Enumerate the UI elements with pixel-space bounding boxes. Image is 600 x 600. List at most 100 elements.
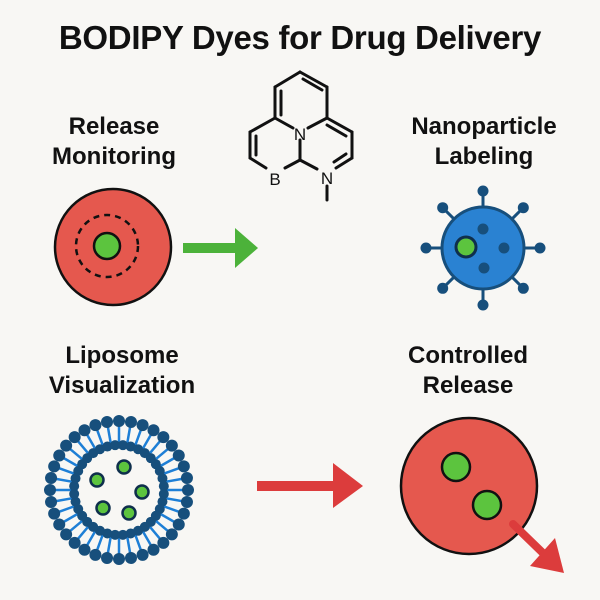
lipid-head-outer xyxy=(147,543,160,556)
lipid-head-outer xyxy=(89,548,102,561)
bond xyxy=(334,156,354,170)
arrow-shaft xyxy=(257,481,335,491)
ligand-knob xyxy=(477,299,489,311)
controlled-release-particle-icon xyxy=(399,416,564,573)
label-liposome-visualization: Liposome Visualization xyxy=(12,341,232,401)
lipid-head-inner xyxy=(117,529,128,540)
label-line: Release xyxy=(422,372,514,399)
lipid-head-outer xyxy=(60,439,73,452)
ligand-knob xyxy=(517,202,529,214)
bodipy-molecule-icon xyxy=(248,70,354,202)
encapsulated-dye-dot xyxy=(116,459,132,475)
lipid-head-outer xyxy=(89,419,102,432)
label-line: Visualization xyxy=(48,372,196,399)
label-release-monitoring: Release Monitoring xyxy=(4,112,224,172)
encapsulated-dye-dot xyxy=(95,500,111,516)
release-arrow-head xyxy=(530,538,564,573)
lipid-head-outer xyxy=(177,460,190,473)
green-dye-dot xyxy=(471,489,503,521)
release-monitoring-particle-icon xyxy=(53,187,173,307)
bond xyxy=(273,70,302,89)
lipid-head-outer xyxy=(53,518,66,531)
lipid-head-inner xyxy=(110,529,121,540)
lipid-head-outer xyxy=(172,449,185,462)
green-dye-dot xyxy=(454,235,478,259)
nanoparticle-icon xyxy=(420,185,546,311)
lipid-head-outer xyxy=(177,507,190,520)
ligand-knob xyxy=(437,282,449,294)
encapsulated-dye-dot xyxy=(89,472,105,488)
arrow-head xyxy=(333,463,363,508)
lipid-head-outer xyxy=(157,536,170,549)
lipid-head-outer xyxy=(78,543,91,556)
green-arrow-icon xyxy=(183,228,258,268)
ligand-knob xyxy=(517,282,529,294)
label-controlled-release: Controlled Release xyxy=(358,341,578,401)
double-bond xyxy=(325,123,348,138)
lipid-head-outer xyxy=(147,424,160,437)
lipid-head-outer xyxy=(182,484,194,496)
double-bond xyxy=(332,152,348,164)
lipid-head-inner xyxy=(69,481,80,492)
lipid-head-inner xyxy=(110,440,121,451)
label-line: Labeling xyxy=(434,143,534,170)
bond xyxy=(306,116,329,130)
lipid-head-outer xyxy=(60,528,73,541)
nitrogen-atom-label: N xyxy=(321,169,333,188)
lipid-head-outer xyxy=(113,553,125,565)
lipid-head-outer xyxy=(101,416,114,429)
lipid-head-outer xyxy=(113,415,125,427)
arrow-shaft xyxy=(183,243,237,253)
label-nanoparticle-labeling: Nanoparticle Labeling xyxy=(374,112,594,172)
nitrogen-atom-label: N xyxy=(294,125,306,144)
lipid-head-inner xyxy=(157,473,168,484)
lipid-head-outer xyxy=(53,449,66,462)
payload-dot xyxy=(478,262,490,274)
lipid-head-outer xyxy=(157,431,170,444)
double-bond xyxy=(301,77,324,92)
lipid-head-outer xyxy=(124,416,137,429)
bond xyxy=(298,158,319,171)
lipid-head-outer xyxy=(45,495,58,508)
lipid-head-inner xyxy=(69,488,80,499)
bond xyxy=(248,116,277,134)
lipid-head-outer xyxy=(78,424,91,437)
green-dye-dot xyxy=(440,451,472,483)
lipid-head-outer xyxy=(48,507,61,520)
label-line: Nanoparticle xyxy=(411,113,557,140)
boron-atom-label: B xyxy=(269,170,280,189)
bond xyxy=(273,116,295,130)
lipid-head-outer xyxy=(124,551,137,564)
ligand-knob xyxy=(534,242,546,254)
lipid-head-outer xyxy=(165,528,178,541)
lipid-head-outer xyxy=(136,419,149,432)
encapsulated-dye-dot xyxy=(121,505,137,521)
ligand-knob xyxy=(420,242,432,254)
encapsulated-dye-dot xyxy=(134,484,150,500)
lipid-head-outer xyxy=(180,495,193,508)
arrow-head xyxy=(235,228,258,268)
lipid-head-inner xyxy=(158,488,169,499)
bond xyxy=(248,156,268,170)
lipid-head-inner xyxy=(117,440,128,451)
release-arrow-shaft xyxy=(509,520,550,560)
lipid-head-outer xyxy=(101,551,114,564)
lipid-head-outer xyxy=(48,460,61,473)
dashed-release-boundary xyxy=(74,213,140,279)
red-arrow-icon xyxy=(257,463,363,508)
bond xyxy=(283,158,302,170)
label-line: Liposome xyxy=(65,342,179,369)
lipid-head-outer xyxy=(136,548,149,561)
lipid-head-outer xyxy=(44,484,56,496)
ligand-knob xyxy=(477,185,489,197)
green-dye-core xyxy=(92,231,122,261)
bond xyxy=(298,70,329,89)
label-line: Monitoring xyxy=(52,143,176,170)
payload-dot xyxy=(477,223,489,235)
lipid-head-outer xyxy=(180,472,193,485)
page-title: BODIPY Dyes for Drug Delivery xyxy=(58,19,542,56)
lipid-head-inner xyxy=(158,481,169,492)
label-line: Controlled xyxy=(408,342,528,369)
payload-dot xyxy=(498,242,510,254)
